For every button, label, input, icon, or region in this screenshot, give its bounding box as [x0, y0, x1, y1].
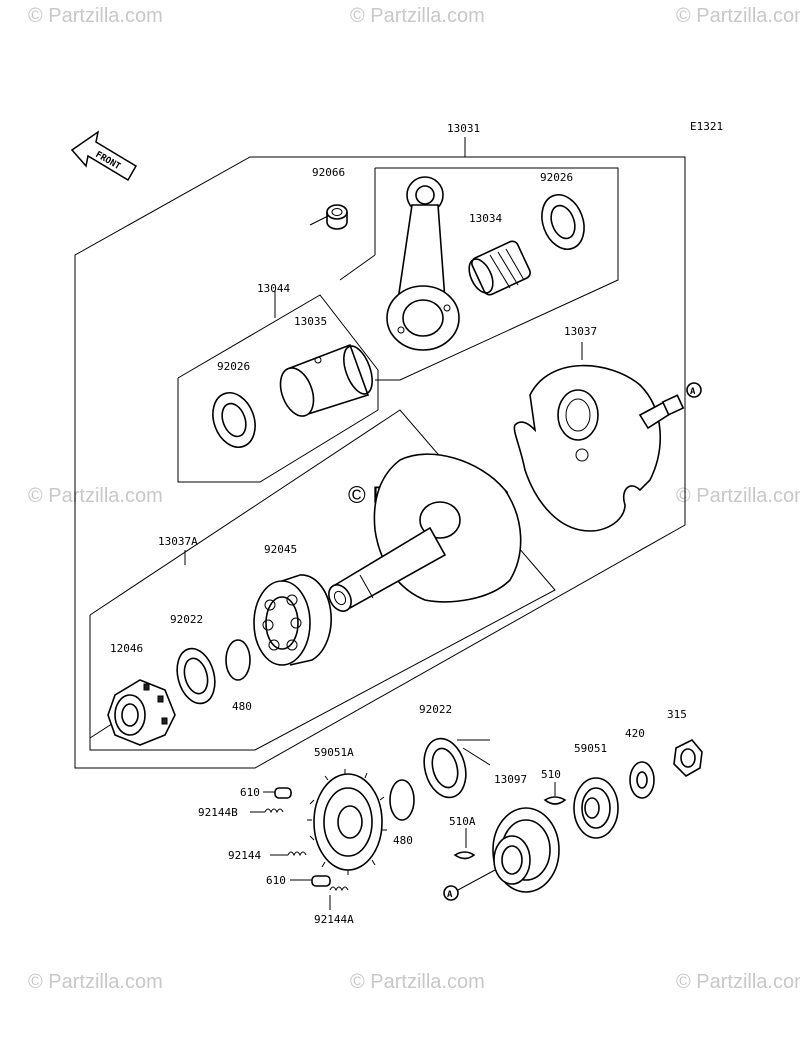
label-510: 510 — [541, 768, 561, 781]
label-13034: 13034 — [469, 212, 502, 225]
part-13035-crank-pin — [279, 343, 373, 417]
ref-marker-a-upper: A — [686, 382, 702, 398]
watermark-top-right: © Partzilla.com — [676, 5, 800, 27]
label-12046: 12046 — [110, 642, 143, 655]
label-610-upper: 610 — [240, 786, 260, 799]
part-480-snap-ring-upper — [225, 639, 251, 681]
watermarks: © Partzilla.com © Partzilla.com © Partzi… — [28, 5, 800, 993]
part-labels: 13031 92066 92026 13034 13044 13035 9202… — [110, 122, 687, 926]
ref-marker-a-lower-label: A — [447, 890, 453, 900]
label-92026-upper: 92026 — [540, 171, 573, 184]
watermark-top-center: © Partzilla.com — [350, 5, 485, 27]
part-59051A-gear — [307, 769, 387, 875]
part-92026-washer-upper — [541, 194, 585, 250]
label-13037A: 13037A — [158, 535, 198, 548]
part-59051-gear — [573, 777, 619, 839]
label-92144: 92144 — [228, 849, 261, 862]
label-92144B: 92144B — [198, 806, 238, 819]
part-92144-spring — [287, 851, 307, 857]
part-92144A-spring — [329, 886, 349, 892]
part-13037A-crank-half-left — [328, 453, 522, 612]
label-13037: 13037 — [564, 325, 597, 338]
watermark-middle-right: © Partzilla.com — [676, 485, 800, 507]
label-92045: 92045 — [264, 543, 297, 556]
part-92045-ball-bearing — [253, 574, 332, 666]
label-92022-left: 92022 — [170, 613, 203, 626]
label-13031: 13031 — [447, 122, 480, 135]
label-13044: 13044 — [257, 282, 290, 295]
label-59051: 59051 — [574, 742, 607, 755]
watermark-bottom-center: © Partzilla.com — [350, 971, 485, 993]
part-510-key — [543, 796, 567, 805]
label-59051A: 59051A — [314, 746, 354, 759]
assembly-outlines — [74, 137, 686, 769]
part-connecting-rod — [386, 176, 460, 351]
diagram-code: E1321 — [690, 120, 723, 133]
watermark-middle-left: © Partzilla.com — [28, 485, 163, 507]
ref-marker-a-lower: A — [443, 869, 496, 901]
label-610-lower: 610 — [266, 874, 286, 887]
part-92022-washer-left — [176, 647, 216, 705]
part-315-nut — [673, 739, 703, 777]
front-arrow-icon: FRONT — [70, 130, 138, 182]
part-610-pin-upper — [274, 787, 292, 799]
label-92066: 92066 — [312, 166, 345, 179]
leader-lines — [250, 782, 556, 910]
part-13034-needle-bearing — [468, 240, 531, 296]
watermark-bottom-right: © Partzilla.com — [676, 971, 800, 993]
label-13097: 13097 — [494, 773, 527, 786]
part-13037-crank-half-right — [513, 364, 685, 532]
part-12046-sprocket — [107, 679, 176, 746]
label-92144A: 92144A — [314, 913, 354, 926]
part-92144B-spring — [264, 808, 284, 814]
label-420: 420 — [625, 727, 645, 740]
watermark-bottom-left: © Partzilla.com — [28, 971, 163, 993]
label-92026-lower: 92026 — [217, 360, 250, 373]
ref-marker-a-upper-label: A — [690, 387, 696, 397]
part-92066-bushing — [326, 204, 348, 230]
label-480-lower: 480 — [393, 834, 413, 847]
watermark-top-left: © Partzilla.com — [28, 5, 163, 27]
label-13035: 13035 — [294, 315, 327, 328]
label-92022-right: 92022 — [419, 703, 452, 716]
part-92026-washer-lower — [212, 392, 256, 448]
label-510A: 510A — [449, 815, 476, 828]
part-510A-key — [453, 851, 476, 860]
part-13097-gear — [492, 807, 560, 893]
part-92022-washer-right — [423, 737, 467, 799]
part-480-snap-ring-lower — [389, 779, 415, 821]
label-315: 315 — [667, 708, 687, 721]
part-610-pin-lower — [311, 875, 331, 887]
label-480-upper: 480 — [232, 700, 252, 713]
part-420-washer — [629, 761, 655, 799]
